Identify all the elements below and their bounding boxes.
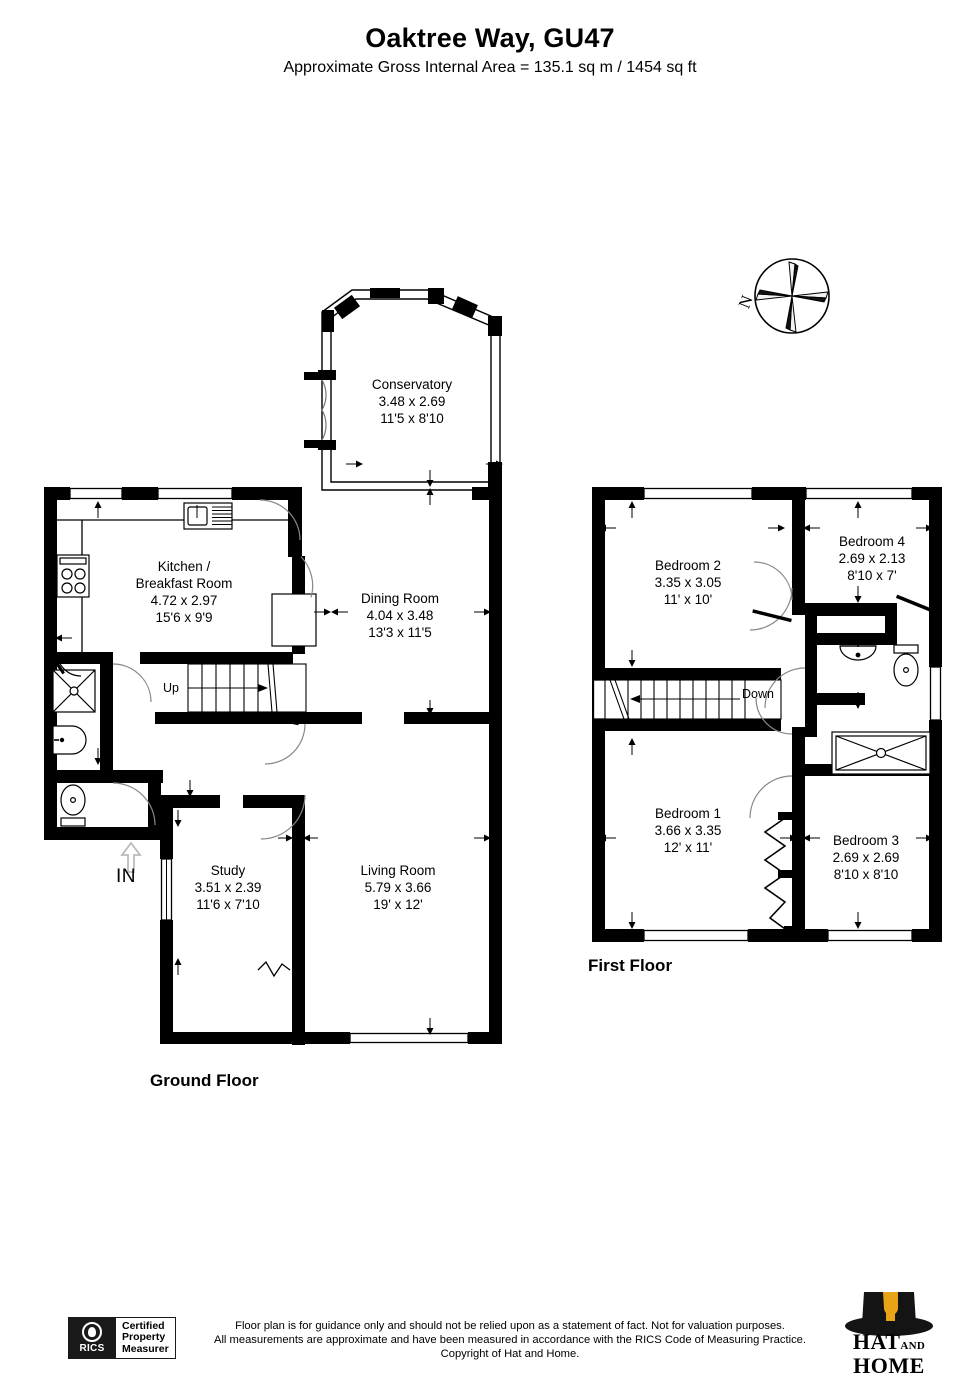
first-floor-walls — [592, 487, 942, 942]
room-imperial: 15'6 x 9'9 — [155, 610, 213, 625]
door-swings-ground — [56, 499, 314, 840]
dimension-arrows-ground — [55, 460, 503, 1035]
ground-floor-plan — [44, 288, 503, 1045]
toilet-icon — [893, 644, 919, 687]
room-metric: 4.72 x 2.97 — [150, 593, 218, 608]
rics-line-3: Measurer — [122, 1342, 169, 1355]
room-name: Study — [210, 863, 246, 878]
basin-icon — [839, 642, 877, 661]
room-name-line1: Kitchen / — [157, 559, 211, 574]
room-imperial: 8'10 x 8'10 — [833, 867, 899, 882]
page-title: Oaktree Way, GU47 — [365, 23, 615, 53]
page-footer: Floor plan is for guidance only and shou… — [0, 1280, 980, 1380]
living-room-recess — [257, 960, 291, 978]
rics-badge-text: Certified Property Measurer — [116, 1317, 176, 1359]
room-name: Bedroom 3 — [832, 833, 900, 848]
room-metric: 3.48 x 2.69 — [378, 394, 446, 409]
room-name: Living Room — [360, 863, 436, 878]
room-imperial: 19' x 12' — [373, 897, 423, 912]
room-imperial: 12' x 11' — [663, 840, 713, 855]
room-label-study: Study 3.51 x 2.39 11'6 x 7'10 — [195, 862, 262, 913]
stairs-down-label: Down — [742, 687, 774, 701]
disclaimer-line-2: All measurements are approximate and hav… — [213, 1334, 806, 1347]
stairs-up-label: Up — [163, 681, 179, 695]
door-swings-first — [749, 561, 806, 819]
ground-floor-walls — [44, 487, 502, 1045]
disclaimer-text: Floor plan is for guidance only and shou… — [190, 1319, 830, 1362]
shower-icon — [52, 669, 96, 713]
room-label-dining-room: Dining Room 4.04 x 3.48 13'3 x 11'5 — [361, 590, 439, 641]
disclaimer-line-3: Copyright of Hat and Home. — [440, 1348, 580, 1361]
room-label-bedroom-1: Bedroom 1 3.66 x 3.35 12' x 11' — [655, 805, 722, 856]
room-label-bedroom-2: Bedroom 2 3.35 x 3.05 11' x 10' — [655, 557, 722, 608]
room-metric: 3.66 x 3.35 — [654, 823, 722, 838]
room-metric: 4.04 x 3.48 — [366, 608, 434, 623]
room-metric: 5.79 x 3.66 — [364, 880, 432, 895]
toilet-icon — [60, 784, 86, 827]
ground-floor-label: Ground Floor — [150, 1071, 259, 1090]
room-metric: 3.51 x 2.39 — [194, 880, 262, 895]
room-label-bedroom-3: Bedroom 3 2.69 x 2.69 8'10 x 8'10 — [833, 832, 900, 883]
room-metric: 2.69 x 2.69 — [832, 850, 900, 865]
page-subtitle: Approximate Gross Internal Area = 135.1 … — [283, 59, 697, 76]
dimension-arrows-first — [599, 501, 933, 929]
rics-line-2: Property — [122, 1331, 166, 1344]
room-label-living-room: Living Room 5.79 x 3.66 19' x 12' — [360, 862, 435, 913]
first-floor-label: First Floor — [588, 956, 673, 975]
disclaimer-line-1: Floor plan is for guidance only and shou… — [235, 1320, 785, 1332]
stairs-up — [187, 663, 307, 713]
door-leaves-first — [752, 594, 935, 623]
rics-crest-icon — [82, 1322, 102, 1342]
compass-rose-icon — [754, 258, 830, 334]
conservatory-structure — [304, 288, 502, 492]
room-imperial: 13'3 x 11'5 — [368, 625, 432, 640]
brand-line-2: HOME — [853, 1353, 925, 1378]
room-name-line2: Breakfast Room — [135, 576, 233, 591]
room-metric: 2.69 x 2.13 — [838, 551, 906, 566]
room-label-kitchen-breakfast-room: Kitchen / Breakfast Room 4.72 x 2.97 15'… — [136, 558, 233, 626]
hob-icon — [56, 554, 90, 598]
room-imperial: 11'5 x 8'10 — [380, 411, 444, 426]
hat-and-home-wordmark: HATAND HOME — [828, 1329, 950, 1378]
rics-line-1: Certified — [122, 1319, 165, 1332]
room-name: Bedroom 2 — [654, 558, 722, 573]
room-name: Bedroom 1 — [654, 806, 722, 821]
cupboard-outline — [271, 593, 317, 647]
rics-logo-icon: RICS — [68, 1317, 116, 1359]
first-floor-plan — [592, 487, 942, 942]
sink-icon — [183, 502, 233, 530]
room-name: Conservatory — [371, 377, 453, 392]
entrance-in-label: IN — [116, 866, 136, 887]
room-metric: 3.35 x 3.05 — [654, 575, 722, 590]
room-imperial: 11' x 10' — [663, 592, 713, 607]
hat-and-home-logo-icon — [845, 1292, 933, 1336]
room-imperial: 8'10 x 7' — [847, 568, 897, 583]
entrance-arrow-icon — [120, 841, 142, 873]
bath-icon — [831, 731, 931, 775]
room-name: Dining Room — [360, 591, 440, 606]
page-header: Oaktree Way, GU47 Approximate Gross Inte… — [0, 22, 980, 79]
stairs-down — [604, 679, 782, 720]
door-leaves-ground — [47, 651, 300, 726]
brand-line-1: HATAND — [852, 1329, 926, 1354]
brand-and: AND — [900, 1340, 926, 1352]
room-label-conservatory: Conservatory 3.48 x 2.69 11'5 x 8'10 — [372, 376, 452, 427]
room-name: Bedroom 4 — [838, 534, 906, 549]
basin-icon — [52, 725, 87, 755]
rics-wordmark: RICS — [79, 1343, 105, 1354]
room-imperial: 11'6 x 7'10 — [196, 897, 260, 912]
rics-certified-badge: RICS Certified Property Measurer — [68, 1317, 176, 1359]
room-label-bedroom-4: Bedroom 4 2.69 x 2.13 8'10 x 7' — [839, 533, 906, 584]
